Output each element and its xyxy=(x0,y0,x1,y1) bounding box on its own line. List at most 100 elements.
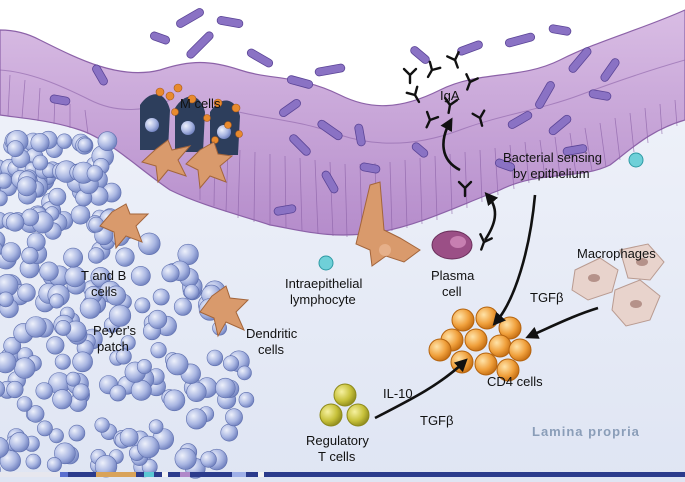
lymphocyte xyxy=(16,396,33,412)
label-m-cells: M cells xyxy=(180,96,221,111)
cd4-cell xyxy=(496,358,520,382)
lymphocyte xyxy=(163,389,186,412)
lymphocyte xyxy=(54,353,71,370)
bacterium xyxy=(411,142,429,158)
bacterium xyxy=(410,46,430,64)
label-dendritic-1: Dendritic xyxy=(246,326,298,341)
label-bacterial-sensing-2: by epithelium xyxy=(513,166,590,181)
antibody xyxy=(465,73,479,91)
lymphocyte xyxy=(97,131,118,151)
lymphocyte xyxy=(17,283,36,302)
lymphocyte xyxy=(109,384,127,402)
bacterium xyxy=(186,31,214,59)
label-t-and-b-1: T and B xyxy=(81,268,127,283)
bacterium xyxy=(176,8,204,28)
lymphocyte xyxy=(72,351,93,373)
lymphocyte xyxy=(0,172,13,189)
lymphocyte xyxy=(37,420,53,437)
lymphocyte xyxy=(215,377,236,399)
intraepithelial-lymphocytes xyxy=(318,152,644,271)
bacterium xyxy=(588,89,612,101)
lymphocyte xyxy=(223,355,240,372)
label-iga: IgA xyxy=(440,88,460,103)
lymphocyte xyxy=(77,137,93,153)
iga-antibodies xyxy=(402,51,493,251)
label-regulatory-1: Regulatory xyxy=(306,433,369,448)
lymphocyte xyxy=(55,319,72,336)
lymphocyte xyxy=(0,291,14,308)
lymphocyte xyxy=(137,435,160,459)
bacterium xyxy=(246,48,274,68)
arrow-plasma-to-epithelium xyxy=(483,192,499,241)
lymphocyte xyxy=(5,213,25,232)
antibody xyxy=(402,67,418,85)
label-intraepithelial-1: Intraepithelial xyxy=(285,276,363,291)
bacterium xyxy=(286,75,314,89)
bacterium xyxy=(49,94,71,106)
lymphocyte xyxy=(94,417,110,433)
bacterium xyxy=(494,158,516,172)
lymphocyte xyxy=(39,261,59,281)
bacterium xyxy=(273,204,297,216)
lymphocyte xyxy=(68,424,86,442)
lymphocyte xyxy=(220,423,238,442)
lymphocyte xyxy=(186,381,207,403)
label-tgfb-regulatory: TGFβ xyxy=(420,413,454,428)
antibody xyxy=(405,85,421,104)
arrow-sensing-to-cd4 xyxy=(492,194,537,326)
cd4-cell xyxy=(488,334,512,358)
label-tgfb-macrophage: TGFβ xyxy=(530,290,564,305)
lymphocyte xyxy=(1,242,21,263)
lymphocyte xyxy=(186,408,208,430)
lymphocyte xyxy=(30,133,50,153)
bacterium xyxy=(92,64,108,86)
label-t-and-b-2: cells xyxy=(91,284,118,299)
lymphocyte xyxy=(0,437,9,458)
label-macrophages: Macrophages xyxy=(577,246,656,261)
lymphocyte xyxy=(7,140,24,158)
cd4-cell xyxy=(475,306,499,330)
epithelium-band xyxy=(0,9,685,236)
bacterium xyxy=(359,162,381,174)
lymphocyte xyxy=(166,353,189,376)
lymphocyte xyxy=(94,455,118,478)
lymphocyte xyxy=(134,297,151,314)
lymphocyte xyxy=(70,205,91,225)
regulatory-t-cells xyxy=(319,383,370,427)
cd4-cell xyxy=(464,328,488,352)
bacterium xyxy=(149,31,171,45)
bacterium xyxy=(321,170,339,194)
lymphocyte xyxy=(161,264,180,283)
bacterium xyxy=(317,119,343,141)
lymphocyte xyxy=(63,247,84,268)
bacterium xyxy=(216,16,244,28)
label-peyers-2: patch xyxy=(97,339,129,354)
lymphocyte xyxy=(49,293,65,309)
lymphocyte xyxy=(52,389,73,410)
label-plasma-2: cell xyxy=(442,284,462,299)
bacteria xyxy=(49,8,620,216)
lymphocyte xyxy=(238,391,255,408)
lymphocyte xyxy=(119,427,139,447)
antigen-particles xyxy=(155,83,243,144)
bacterium xyxy=(600,58,620,82)
dendritic-cells xyxy=(99,139,421,338)
lymphocyte xyxy=(148,419,164,435)
bacterium xyxy=(548,114,572,136)
lymphocyte xyxy=(86,165,104,182)
bacterium xyxy=(548,24,572,36)
label-peyers-1: Peyer's xyxy=(93,323,136,338)
lymphocyte xyxy=(206,349,224,367)
cd4-cell xyxy=(474,352,498,376)
lymphocyte xyxy=(138,232,161,256)
lymphocyte xyxy=(115,247,135,267)
lymphocyte xyxy=(49,428,64,444)
bacterium xyxy=(507,111,533,129)
bacterium xyxy=(354,123,366,147)
lymphocyte xyxy=(25,453,42,470)
antibody xyxy=(425,110,440,129)
arrows xyxy=(374,117,599,420)
lymphocyte xyxy=(79,297,101,319)
peyers-patch-cells xyxy=(0,130,255,479)
